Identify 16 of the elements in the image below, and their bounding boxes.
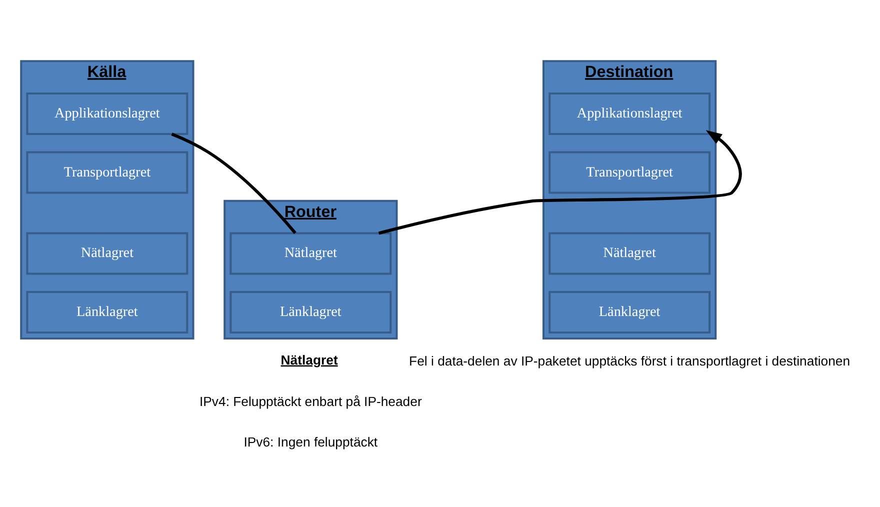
node-box: Länklagret <box>548 290 711 334</box>
node-box: Nätlagret <box>26 232 188 275</box>
arrow <box>378 130 742 235</box>
connector <box>171 132 296 234</box>
node-box: Länklagret <box>230 290 392 334</box>
node-box: Nätlagret <box>548 232 711 275</box>
label: Nätlagret <box>280 352 338 368</box>
label: Fel i data-delen av IP-paketet upptäcks först i transportlagret i destinationen <box>409 353 850 368</box>
node-box: Länklagret <box>26 290 188 334</box>
node-box: Applikationslagret <box>26 92 188 136</box>
node-box: Nätlagret <box>230 232 392 275</box>
node-box: Applikationslagret <box>548 92 711 136</box>
label: IPv4: Felupptäckt enbart på IP-header <box>200 394 422 409</box>
label: IPv6: Ingen felupptäckt <box>244 434 378 450</box>
node-box: Transportlagret <box>548 151 711 194</box>
node-box: Transportlagret <box>26 151 188 194</box>
